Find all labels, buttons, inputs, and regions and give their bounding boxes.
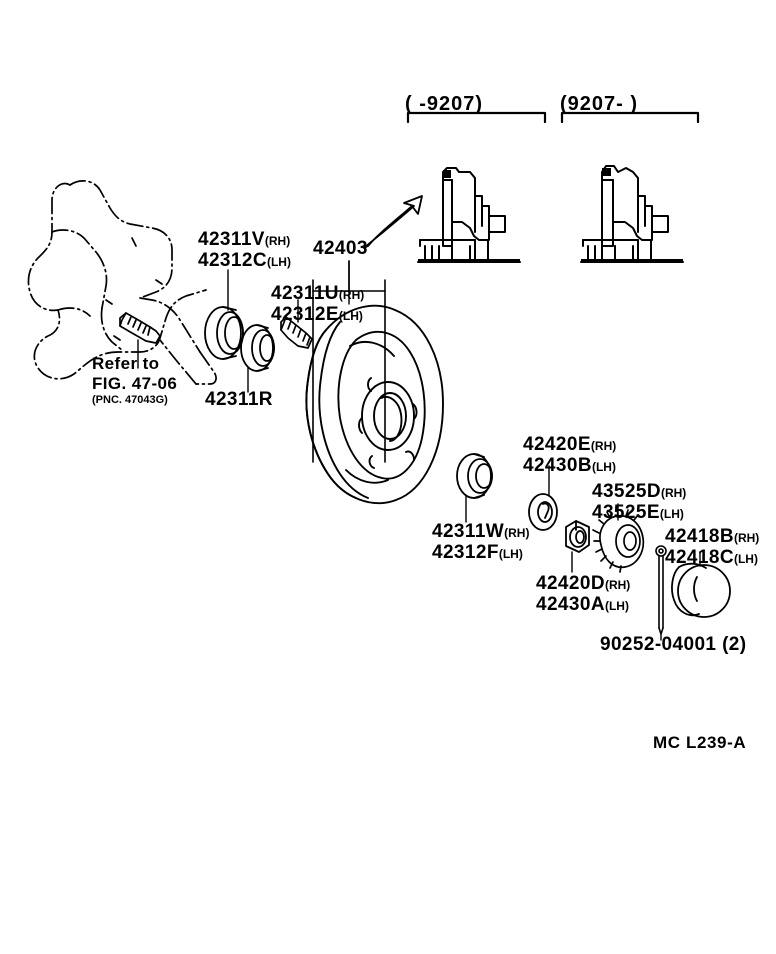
label-castle-nut-line2: 43525E: [592, 502, 660, 523]
knuckle-bolt: [119, 312, 161, 344]
label-drum-assembly: 42403: [313, 238, 368, 259]
label-nut-side2: (LH): [604, 599, 629, 613]
label-dust-cap: 42418B(RH) 42418C(LH): [665, 526, 759, 568]
reference-note-line3: (PNC. 47043G): [92, 394, 168, 406]
label-washer-line1: 42420E: [523, 434, 591, 455]
axle-carrier-phantom: [27, 180, 217, 385]
label-castle-nut-line1: 43525D: [592, 481, 661, 502]
label-hub-bolt-line2: 42312C: [198, 250, 267, 271]
date-range-left: ( -9207): [405, 93, 484, 115]
label-nut-side1: (RH): [604, 578, 631, 592]
reference-note-line1: Refer to: [92, 354, 160, 373]
dust-cap: [671, 562, 731, 618]
inner-bearing-inner-race: [240, 324, 275, 372]
label-hub-bolt-side1: (RH): [264, 234, 291, 248]
label-outer-bearing-line2: 42312F: [432, 542, 499, 563]
label-castle-nut: 43525D(RH) 43525E(LH): [592, 481, 686, 523]
label-inner-bearing: 42311R: [205, 389, 273, 410]
hub-nut: [565, 520, 590, 553]
brake-drum: [305, 304, 444, 505]
label-washer-side1: (RH): [590, 439, 617, 453]
label-nut: 42420D(RH) 42430A(LH): [536, 573, 630, 615]
label-outer-bearing-line1: 42311W: [432, 521, 505, 542]
label-washer-line2: 42430B: [523, 455, 592, 476]
lock-washer: [528, 493, 558, 531]
label-washer-side2: (LH): [591, 460, 616, 474]
hub-carrier-section-late: [580, 165, 684, 263]
label-outer-bearing: 42311W(RH) 42312F(LH): [432, 521, 529, 563]
label-dust-cap-line2: 42418C: [665, 547, 734, 568]
label-oil-seal: 42311U(RH) 42312E(LH): [271, 283, 364, 325]
hub-carrier-section-early: [417, 167, 521, 263]
label-nut-line1: 42420D: [536, 573, 605, 594]
label-castle-nut-side2: (LH): [659, 507, 684, 521]
label-oil-seal-side2: (LH): [338, 309, 363, 323]
date-range-bracket-left: [406, 111, 547, 124]
label-hub-bolt-line1: 42311V: [198, 229, 265, 250]
label-outer-bearing-side1: (RH): [504, 526, 530, 540]
label-washer: 42420E(RH) 42430B(LH): [523, 434, 616, 476]
castle-nut: [592, 508, 645, 573]
label-outer-bearing-side2: (LH): [498, 547, 523, 561]
label-dust-cap-line1: 42418B: [665, 526, 734, 547]
label-hub-bolt: 42311V(RH) 42312C(LH): [198, 229, 291, 271]
label-oil-seal-side1: (RH): [338, 288, 365, 302]
label-castle-nut-side1: (RH): [660, 486, 687, 500]
callout-arrow: [363, 195, 423, 249]
label-hub-bolt-side2: (LH): [266, 255, 291, 269]
hub-carrier-section-late-fill: [581, 168, 683, 263]
label-oil-seal-line1: 42311U: [271, 283, 339, 304]
outer-bearing: [456, 453, 493, 499]
date-range-right: (9207- ): [560, 93, 639, 115]
inner-bearing-outer-race: [204, 306, 244, 360]
label-nut-line2: 42430A: [536, 594, 605, 615]
hub-carrier-section-early-fill: [418, 170, 520, 263]
label-dust-cap-side2: (LH): [733, 552, 758, 566]
reference-note-line2: FIG. 47-06: [92, 374, 178, 393]
hub-bolt: [280, 316, 313, 349]
label-oil-seal-line2: 42312E: [271, 304, 339, 325]
reference-note: Refer to FIG. 47-06 (PNC. 47043G): [92, 354, 177, 406]
cotter-pin: [655, 545, 667, 635]
date-range-bracket-right: [560, 111, 700, 124]
label-dust-cap-side1: (RH): [733, 531, 760, 545]
label-cotter-pin: 90252-04001 (2): [600, 634, 747, 655]
footer-code: MC L239-A: [653, 733, 747, 752]
